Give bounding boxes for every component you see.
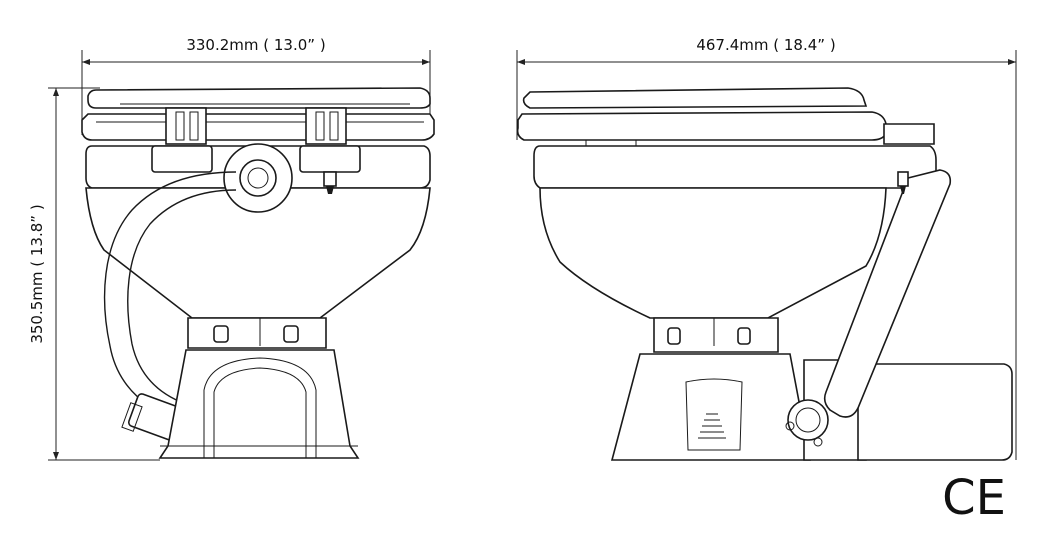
height-dimension: 350.5mm ( 13.8” ) [28, 87, 160, 461]
front-view-toilet [81, 87, 435, 459]
front-width-dimension: 330.2mm ( 13.0” ) [81, 36, 431, 135]
side-width-label: 467.4mm ( 18.4” ) [696, 36, 835, 54]
side-view-toilet [516, 87, 1013, 461]
height-label: 350.5mm ( 13.8” ) [28, 204, 46, 343]
ce-mark: CE [942, 470, 1006, 526]
front-width-label: 330.2mm ( 13.0” ) [186, 36, 325, 54]
side-width-dimension: 467.4mm ( 18.4” ) [516, 36, 1017, 460]
